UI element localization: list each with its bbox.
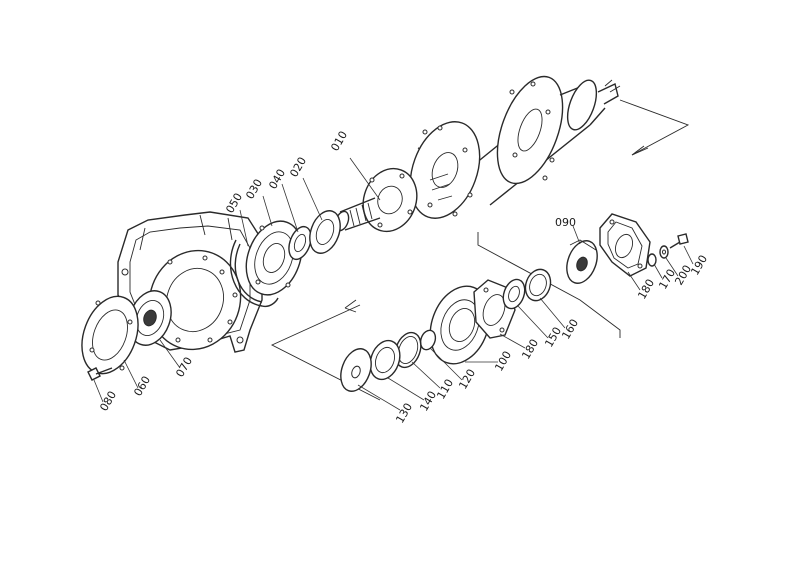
bolt-190 [669, 233, 689, 249]
label-030: 030 [243, 177, 265, 202]
label-050: 050 [223, 191, 245, 216]
bearing-030 [245, 220, 303, 296]
bearing-070 [128, 290, 172, 346]
label-010: 010 [328, 129, 350, 154]
spacer-120 [419, 329, 437, 351]
leader-lines [93, 157, 694, 411]
label-130: 130 [393, 401, 415, 426]
bolt-080 [87, 367, 113, 381]
label-020: 020 [287, 155, 309, 180]
ring-020 [309, 210, 341, 254]
snap-ring-050 [229, 239, 279, 308]
washer-200 [659, 245, 669, 259]
ring-140 [369, 339, 401, 381]
gasket-180-rear [599, 213, 651, 277]
cap-090 [566, 239, 598, 284]
label-120: 120 [456, 367, 478, 392]
washer-170 [647, 253, 657, 267]
shaft-assembly [334, 75, 621, 233]
label-070: 070 [173, 355, 195, 380]
seal-040 [288, 225, 312, 261]
label-160: 160 [559, 317, 581, 342]
label-180-rear: 180 [635, 277, 657, 302]
label-100: 100 [492, 349, 514, 374]
seal-150 [502, 278, 526, 310]
washer-130 [340, 348, 372, 392]
label-190: 190 [688, 253, 710, 278]
label-180-front: 180 [519, 337, 541, 362]
label-090: 090 [555, 216, 576, 229]
label-040: 040 [266, 167, 288, 192]
label-060: 060 [131, 374, 153, 399]
label-080: 080 [97, 389, 119, 414]
label-150: 150 [542, 325, 564, 350]
ring-160 [524, 268, 552, 302]
